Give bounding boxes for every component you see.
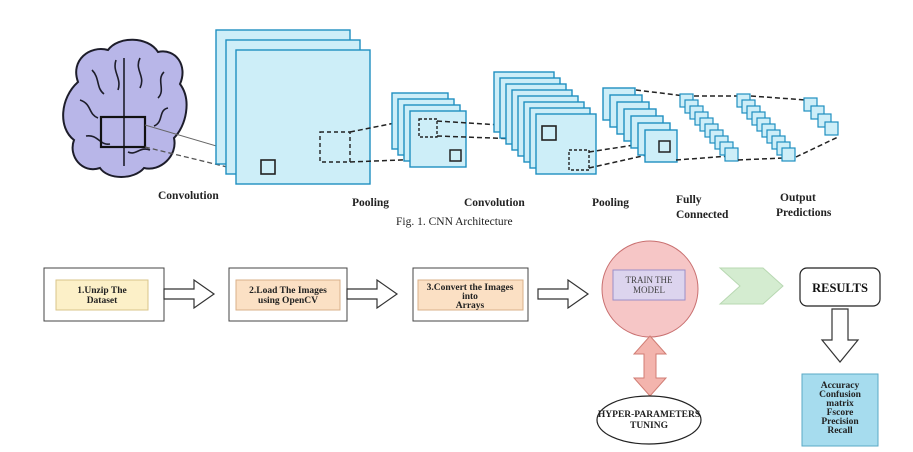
metric-fscore: Fscore [827, 408, 854, 418]
arrow-right-icon [346, 278, 399, 310]
fc1-layer [679, 93, 739, 162]
metric-matrix: matrix [826, 399, 854, 409]
arrow-right-icon [537, 278, 590, 310]
double-arrow-icon [632, 335, 668, 397]
step2-line1: 2.Load The Images [249, 286, 327, 296]
brain-icon [62, 38, 188, 178]
step-convert-arrays: 3.Convert the Images into Arrays [412, 267, 529, 322]
brain-focus-box [99, 115, 147, 149]
tuning-line1: HYPER-PARAMETERS [598, 410, 700, 420]
metric-confusion: Confusion [819, 390, 861, 400]
conv2-layer [493, 71, 597, 175]
conv1-layer [215, 29, 371, 185]
label-pooling-2: Pooling [592, 197, 629, 209]
step1-line1: 1.Unzip The [77, 286, 126, 296]
step3-line1: 3.Convert the Images [427, 283, 514, 293]
label-connected: Connected [676, 209, 729, 221]
step1-line2: Dataset [87, 296, 118, 306]
step3-line2: into [462, 292, 478, 302]
pool2-layer [602, 87, 678, 163]
metrics-box: Accuracy Confusion matrix Fscore Precisi… [801, 373, 879, 447]
hyperparameter-tuning-node: HYPER-PARAMETERS TUNING [596, 395, 702, 445]
train-line2: MODEL [633, 285, 665, 295]
metric-precision: Precision [821, 417, 859, 427]
metric-accuracy: Accuracy [821, 381, 860, 391]
output-layer [803, 97, 839, 136]
step-unzip-dataset: 1.Unzip The Dataset [43, 267, 165, 322]
label-fully: Fully [676, 194, 702, 206]
label-output: Output [780, 192, 816, 204]
metric-recall: Recall [827, 426, 853, 436]
step2-line2: using OpenCV [258, 296, 318, 306]
fc2-layer [736, 93, 796, 162]
train-model-node: TRAIN THE MODEL [601, 240, 699, 338]
arrow-down-icon [820, 308, 860, 363]
label-predictions: Predictions [776, 207, 832, 219]
results-node: RESULTS [799, 267, 881, 307]
label-convolution-2: Convolution [464, 197, 525, 209]
label-pooling-1: Pooling [352, 197, 389, 209]
step3-line3: Arrays [456, 301, 485, 311]
train-line1: TRAIN THE [625, 275, 673, 285]
chevron-right-icon [718, 267, 784, 305]
results-label: RESULTS [812, 281, 868, 295]
label-convolution-1: Convolution [158, 190, 219, 202]
step-load-images: 2.Load The Images using OpenCV [228, 267, 348, 322]
arrow-right-icon [163, 278, 216, 310]
figure-caption: Fig. 1. CNN Architecture [396, 216, 513, 228]
pool1-layer [391, 92, 467, 168]
tuning-line2: TUNING [630, 421, 669, 431]
